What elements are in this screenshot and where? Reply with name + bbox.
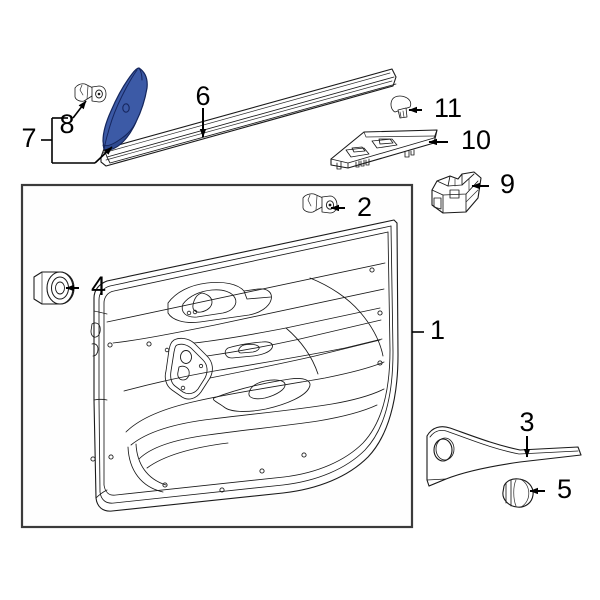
callout-label-3: 3: [519, 407, 534, 437]
part-3-pull-handle-bracket: [426, 426, 582, 487]
callout-label-5: 5: [557, 474, 572, 504]
part-5-screw-cover-cap: [502, 478, 534, 508]
callout-label-4: 4: [91, 271, 106, 301]
callout-8-leader: [72, 100, 87, 119]
part-8-sail-garnish-clip: [74, 83, 107, 103]
callout-label-6: 6: [195, 81, 210, 111]
callout-label-8: 8: [59, 109, 74, 139]
callout-label-1: 1: [430, 315, 445, 345]
callout-label-7: 7: [21, 123, 36, 153]
callout-label-11: 11: [434, 93, 462, 123]
part-11-bezel-cover-clip: [390, 95, 412, 119]
callout-label-9: 9: [500, 169, 515, 199]
part-7-mirror-sail-garnish-highlight: [102, 67, 148, 151]
callout-label-2: 2: [357, 192, 372, 222]
part-9-power-window-switch: [431, 171, 482, 214]
callout-label-10: 10: [461, 125, 491, 155]
part-6-belt-weatherstrip: [100, 68, 397, 167]
part-1-door-trim-panel: [90, 219, 399, 512]
part-10-switch-bezel-panel: [330, 129, 438, 170]
part-4-speaker-grommet: [33, 271, 75, 305]
part-2-retainer-clip: [302, 193, 338, 214]
callout-7-leader: [41, 117, 113, 164]
